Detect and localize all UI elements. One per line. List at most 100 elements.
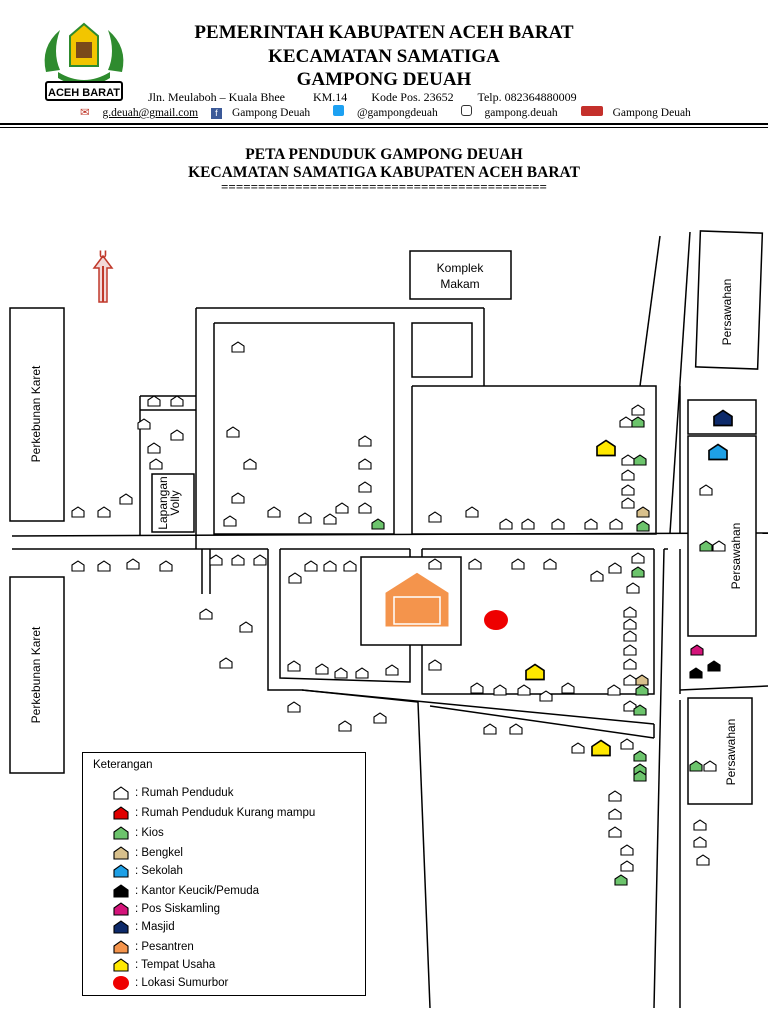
bengkel-icon <box>636 506 650 518</box>
kios-icon <box>371 518 385 530</box>
house-icon <box>315 663 329 675</box>
house-icon <box>571 742 585 754</box>
perkebunan-label-2: Perkebunan Karet <box>29 626 43 723</box>
house-icon <box>358 481 372 493</box>
house-icon <box>620 844 634 856</box>
kios-icon <box>633 770 647 782</box>
header-divider <box>0 123 768 125</box>
legend: Keterangan : Rumah Penduduk: Rumah Pendu… <box>82 752 366 996</box>
house-icon <box>113 864 129 878</box>
persawahan-label-3: Persawahan <box>724 719 738 786</box>
house-icon <box>499 518 513 530</box>
legend-item: : Lokasi Sumurbor <box>113 975 228 991</box>
km: KM.14 <box>312 90 348 104</box>
house-icon <box>623 606 637 618</box>
house-icon <box>623 700 637 712</box>
house-icon <box>385 664 399 676</box>
legend-item-label: : Pos Siskamling <box>135 903 221 915</box>
circle-icon <box>113 976 129 990</box>
house-icon <box>470 682 484 694</box>
lapangan-label-2: Volly <box>168 490 182 515</box>
kios-icon <box>635 684 649 696</box>
house-icon <box>113 786 129 800</box>
komplek-label-1: Komplek <box>437 261 485 275</box>
legend-item-label: : Bengkel <box>135 847 183 859</box>
house-icon <box>170 429 184 441</box>
house-icon <box>608 808 622 820</box>
legend-item: : Bengkel <box>113 845 183 861</box>
house-icon <box>113 940 129 954</box>
persawahan-label-1: Persawahan <box>720 279 734 346</box>
usaha-icon <box>596 439 616 457</box>
kios-icon <box>689 760 703 772</box>
legend-item: : Pesantren <box>113 939 194 955</box>
map-title-underline: ========================================… <box>221 179 547 194</box>
house-icon <box>334 667 348 679</box>
siskamling-icon <box>690 644 704 656</box>
house-icon <box>288 572 302 584</box>
house-icon <box>149 458 163 470</box>
house-icon <box>226 426 240 438</box>
kantor-icon <box>689 667 703 679</box>
house-icon <box>253 554 267 566</box>
sekolah-icon <box>708 443 728 461</box>
north-arrow-icon: U <box>92 249 114 303</box>
house-icon <box>298 512 312 524</box>
house-icon <box>608 790 622 802</box>
legend-item: : Masjid <box>113 919 175 935</box>
house-icon <box>323 560 337 572</box>
twitter-link[interactable]: @gampongdeuah <box>356 107 438 119</box>
youtube-link[interactable]: Gampong Deuah <box>612 107 691 119</box>
legend-item: : Tempat Usaha <box>113 957 215 973</box>
house-icon <box>551 518 565 530</box>
house-icon <box>113 826 129 840</box>
persawahan-1 <box>694 230 764 370</box>
house-icon <box>631 552 645 564</box>
house-icon <box>626 582 640 594</box>
facebook-link[interactable]: Gampong Deuah <box>231 107 311 119</box>
email-link[interactable]: g.deuah@gmail.com <box>102 107 199 119</box>
house-icon <box>113 958 129 972</box>
legend-item-label: : Rumah Penduduk Kurang mampu <box>135 807 316 819</box>
bengkel-icon <box>635 674 649 686</box>
house-icon <box>608 562 622 574</box>
legend-item-label: : Kios <box>135 827 164 839</box>
kios-icon <box>633 763 647 775</box>
house-icon <box>623 658 637 670</box>
email-icon: ✉ <box>80 107 90 119</box>
house-icon <box>358 435 372 447</box>
house-icon <box>113 846 129 860</box>
house-icon <box>623 630 637 642</box>
house-icon <box>231 341 245 353</box>
house-icon <box>509 723 523 735</box>
letterhead: ACEH BARAT PEMERINTAH KABUPATEN ACEH BAR… <box>0 0 768 130</box>
house-icon <box>623 674 637 686</box>
north-label: U <box>99 249 107 261</box>
legend-item-label: : Masjid <box>135 921 175 933</box>
legend-title: Keterangan <box>93 759 153 771</box>
house-icon <box>465 506 479 518</box>
perkebunan-label-1: Perkebunan Karet <box>29 365 43 462</box>
house-icon <box>199 608 213 620</box>
house-icon <box>621 454 635 466</box>
house-icon <box>209 554 223 566</box>
persawahan-2 <box>687 435 757 637</box>
instagram-link[interactable]: gampong.deuah <box>484 107 558 119</box>
masjid-plot <box>687 399 757 435</box>
house-icon <box>304 560 318 572</box>
house-icon <box>696 854 710 866</box>
legend-item: : Rumah Penduduk Kurang mampu <box>113 805 315 821</box>
komplek-makam <box>409 250 512 300</box>
house-icon <box>428 511 442 523</box>
legend-item: : Pos Siskamling <box>113 901 220 917</box>
legend-item-label: : Pesantren <box>135 941 194 953</box>
aceh-barat-logo: ACEH BARAT <box>44 22 124 101</box>
phone: Telp. 082364880009 <box>477 90 577 104</box>
kios-icon <box>614 874 628 886</box>
header-line-2: KECAMATAN SAMATIGA <box>268 46 500 67</box>
house-icon <box>521 518 535 530</box>
address: Jln. Meulaboh – Kuala Bhee <box>148 90 285 104</box>
kios-icon <box>636 520 650 532</box>
house-icon <box>113 920 129 934</box>
house-icon <box>343 560 357 572</box>
